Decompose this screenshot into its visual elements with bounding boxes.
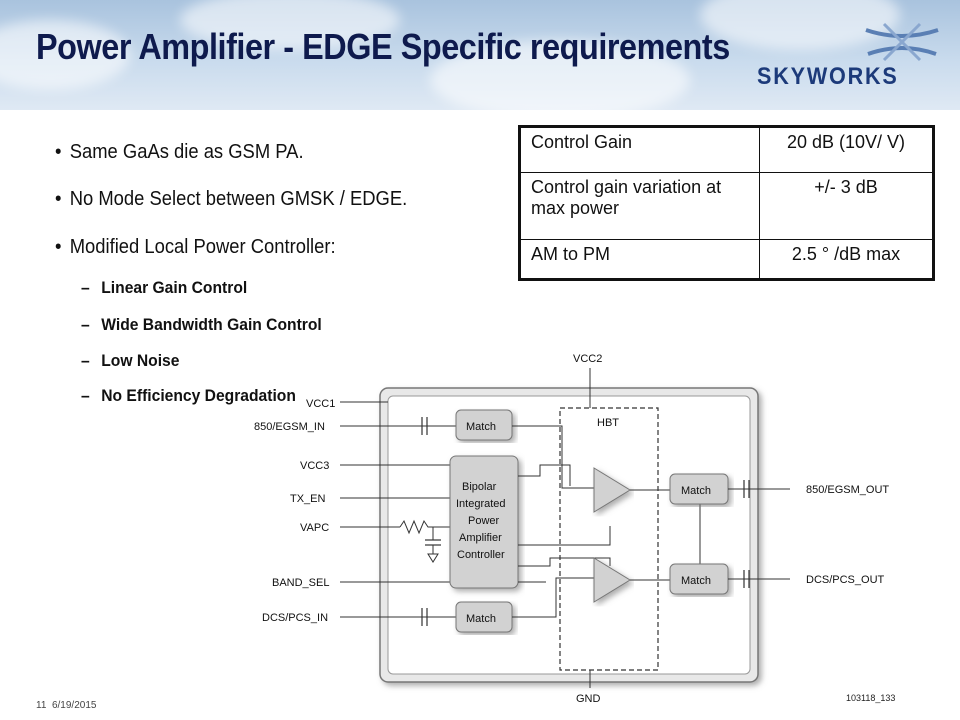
figure-id: 103118_133 [846,693,895,703]
table-row: Control gain variation at max power +/- … [519,172,934,240]
slide-footer: 11 6/19/2015 [36,700,96,711]
slide-title: Power Amplifier - EDGE Specific requirem… [36,26,730,67]
output-850-label: 850/EGSM_OUT [806,484,889,496]
signal-path-850 [512,425,594,489]
slide-header: Power Amplifier - EDGE Specific requirem… [0,0,960,110]
input-match-block-850 [455,409,513,441]
controller-label: Amplifier [459,532,502,544]
controller-label: Controller [457,549,505,561]
controller-label: Integrated [456,498,506,510]
ground-icon [427,553,439,563]
output-dcs-label: DCS/PCS_OUT [806,574,885,586]
spec-table: Control Gain 20 dB (10V/ V) Control gain… [518,125,935,281]
sub-bullet-item: –Wide Bandwidth Gain Control [81,315,322,334]
table-cell-value: 20 dB (10V/ V) [759,126,934,173]
pa-block-diagram: HBT VCC2 GND VCC1 850/EGSM_IN VCC3 TX_EN… [254,353,895,705]
hbt-region [559,407,659,671]
skyworks-logo-icon [865,22,939,62]
controller-label: Power [468,515,500,527]
slide-date: 6/19/2015 [51,700,97,711]
match-label: Match [466,613,496,625]
cloud-decoration [0,20,130,90]
bullet-item: •No Mode Select between GMSK / EDGE. [55,188,408,210]
vcc2-label: VCC2 [573,353,602,365]
match-label: Match [466,421,496,433]
sub-bullet-item: –Low Noise [81,351,180,370]
bias-line [518,526,611,546]
hbt-label: HBT [597,417,619,429]
table-cell-value: 2.5 ° /dB max [759,239,934,280]
match-label: Match [681,575,711,587]
table-cell-param: AM to PM [519,239,760,280]
table-row: Control Gain 20 dB (10V/ V) [519,126,934,173]
bullet-item: •Modified Local Power Controller: [55,236,336,258]
table-cell-value: +/- 3 dB [759,172,934,240]
match-label: Match [681,485,711,497]
amplifier-icon [593,467,631,513]
resistor-icon [399,519,450,535]
vcc3-label: VCC3 [300,460,329,472]
skyworks-logo-text: SKYWORKS [757,63,899,90]
vapc-label: VAPC [300,522,329,534]
page-number: 11 [36,700,47,711]
sub-bullet-item: –No Efficiency Degradation [81,386,296,405]
control-line [518,464,571,486]
bullet-item: •Same GaAs die as GSM PA. [55,141,304,163]
amplifier-icon [593,557,631,603]
input-850-label: 850/EGSM_IN [254,421,325,433]
cloud-decoration [430,40,690,110]
sub-bullet-item: –Linear Gain Control [81,278,248,297]
table-cell-param: Control Gain [519,126,760,173]
signal-path-dcs [512,577,594,618]
tx-en-label: TX_EN [290,493,326,505]
table-row: AM to PM 2.5 ° /dB max [519,239,934,280]
band-sel-label: BAND_SEL [272,577,329,589]
table-cell-param: Control gain variation at max power [519,172,760,240]
bias-line [518,557,611,567]
vcc1-label: VCC1 [306,398,335,410]
gnd-label: GND [576,693,601,705]
controller-label: Bipolar [462,481,497,493]
input-dcs-label: DCS/PCS_IN [262,612,328,624]
power-amplifier-controller-block [449,455,519,589]
cloud-decoration [180,0,400,50]
module-inner [387,395,751,675]
